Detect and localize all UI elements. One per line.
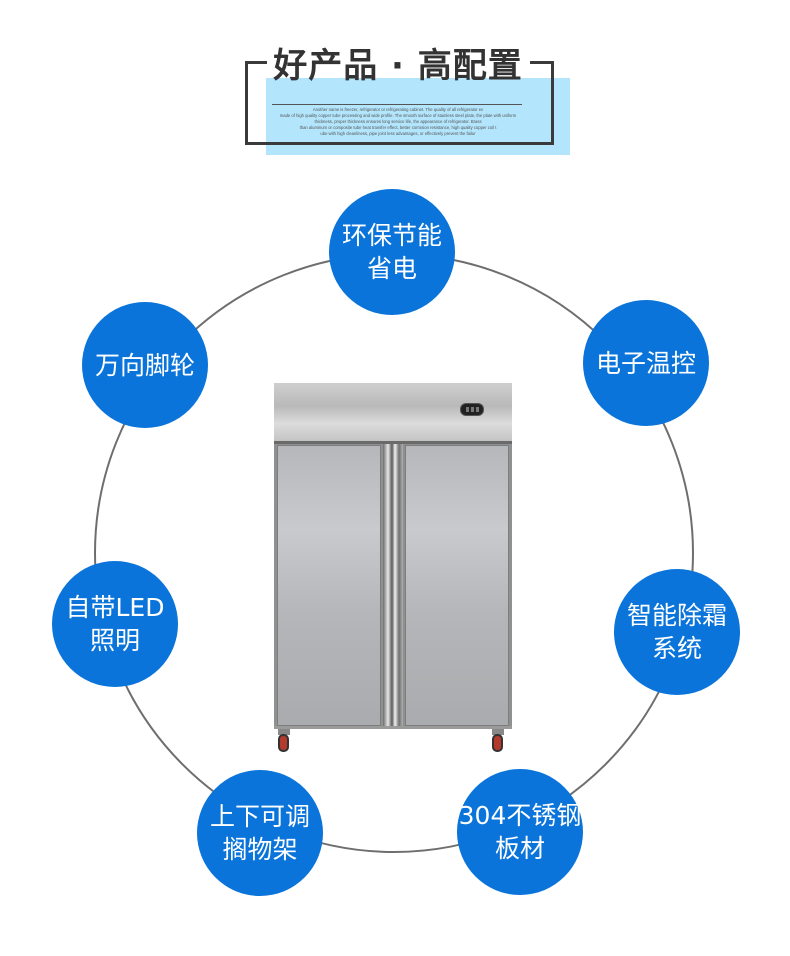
feature-label: 智能除霜 <box>626 601 727 630</box>
description-line: made of high quality copper tube process… <box>279 113 517 118</box>
caster-wheel-icon <box>276 729 292 753</box>
refrigerator-image <box>274 383 512 753</box>
title-frame-top-left <box>245 61 267 64</box>
fridge-handle <box>383 444 403 727</box>
caster-wheel-icon <box>490 729 506 753</box>
feature-label: 照明 <box>89 626 140 655</box>
temperature-display-icon <box>460 403 484 416</box>
feature-label: 省电 <box>366 254 417 283</box>
fridge-body <box>274 444 512 727</box>
feature-universal-casters: 万向脚轮 <box>82 302 208 428</box>
feature-label: 上下可调 <box>209 802 310 831</box>
feature-label: 万向脚轮 <box>94 350 195 380</box>
feature-304-stainless-steel: 304不锈钢 板材 <box>457 769 583 895</box>
feature-label: 搁物架 <box>222 835 298 864</box>
page-title: 好产品 · 高配置 <box>273 46 523 86</box>
feature-energy-saving: 环保节能 省电 <box>329 189 455 315</box>
feature-label: 板材 <box>494 834 545 863</box>
feature-led-lighting: 自带LED 照明 <box>52 561 178 687</box>
description-line: thickness, proper thickness ensures long… <box>314 119 482 124</box>
fridge-top-panel <box>274 383 512 444</box>
title-description: Another name is freezer, refrigerator or… <box>262 107 534 137</box>
fridge-base <box>274 726 512 729</box>
feature-smart-defrost: 智能除霜 系统 <box>614 569 740 695</box>
title-frame <box>245 61 554 145</box>
description-line: ube with high cleanliness, pipe joint le… <box>320 131 476 136</box>
feature-label: 自带LED <box>65 593 165 622</box>
title-frame-top-right <box>530 61 551 64</box>
description-line: Another name is freezer, refrigerator or… <box>312 107 484 112</box>
fridge-right-door <box>405 445 509 726</box>
feature-label: 电子温控 <box>595 348 696 378</box>
title-underline <box>272 104 522 105</box>
feature-electronic-temp-control: 电子温控 <box>583 300 709 426</box>
feature-label: 304不锈钢 <box>458 801 582 830</box>
feature-label: 系统 <box>651 634 702 663</box>
fridge-left-door <box>277 445 381 726</box>
feature-adjustable-shelves: 上下可调 搁物架 <box>197 770 323 896</box>
section-header: 好产品 · 高配置 Another name is freezer, refri… <box>0 0 790 170</box>
description-line: than aluminum or composite tube heat tra… <box>299 125 497 130</box>
feature-label: 环保节能 <box>341 221 442 250</box>
